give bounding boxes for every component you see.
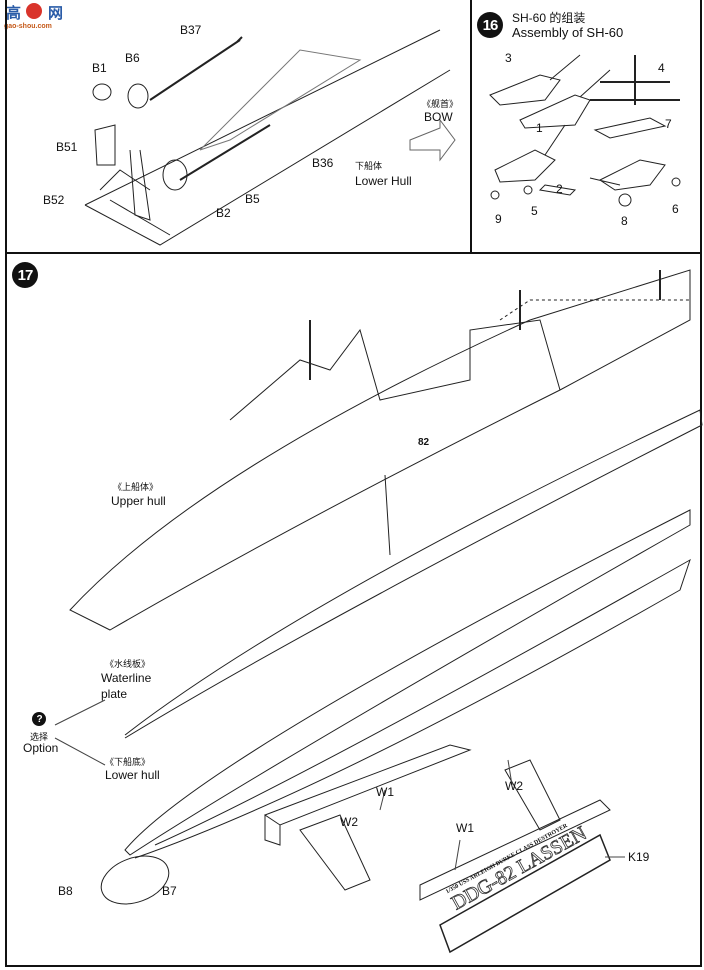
waterline-label-cn: 《水线板》 — [105, 659, 151, 669]
part-label: W1 — [456, 821, 474, 835]
part-label: B36 — [312, 156, 334, 170]
upper-hull-label: Upper hull — [111, 494, 166, 508]
part-label: 4 — [658, 61, 665, 75]
logo-emblem-icon — [26, 3, 42, 19]
part-label: W2 — [505, 779, 523, 793]
part-label: 3 — [505, 51, 512, 65]
part-label: 8 — [621, 214, 628, 228]
nameplate-k19 — [439, 833, 611, 954]
part-label: W2 — [340, 815, 358, 829]
option-label: Option — [23, 741, 59, 755]
waterline-plate — [124, 409, 703, 739]
part-label: 7 — [665, 117, 672, 131]
part-label: B51 — [56, 140, 78, 154]
step-number-badge: 16 — [477, 12, 503, 38]
step17-panel — [5, 252, 702, 967]
part-label: K19 — [628, 850, 650, 864]
lower-hull — [124, 509, 691, 859]
part-label: 5 — [531, 204, 538, 218]
part-label: 6 — [672, 202, 679, 216]
watermark-logo: 高 网 gao-shou.com — [4, 2, 68, 32]
part-label: B37 — [180, 23, 202, 37]
lower-hull-label: Lower hull — [105, 768, 160, 782]
logo-url: gao-shou.com — [4, 23, 52, 30]
logo-char: 网 — [48, 5, 64, 22]
part-label: B52 — [43, 193, 65, 207]
option-label-cn: 选择 — [30, 732, 49, 742]
step-number-badge: 17 — [12, 262, 38, 288]
part-label: B7 — [162, 884, 177, 898]
part-label: 2 — [556, 182, 563, 196]
bow-dome — [100, 855, 170, 905]
part-label: B2 — [216, 206, 231, 220]
waterline-label-2: plate — [101, 687, 128, 701]
lower-hull-label-cn: 《下船底》 — [105, 757, 151, 767]
part-label: B6 — [125, 51, 140, 65]
logo-char: 高 — [6, 5, 22, 22]
step-title-cn: SH-60 的组装 — [512, 11, 586, 25]
display-stand — [263, 744, 611, 901]
upper-hull — [69, 269, 691, 631]
option-icon: ? — [32, 712, 46, 726]
step-title: Assembly of SH-60 — [512, 25, 624, 40]
part-label: B8 — [58, 884, 73, 898]
part-label: B5 — [245, 192, 260, 206]
leader-lines — [54, 699, 625, 871]
part-label: 9 — [495, 212, 502, 226]
part-label: W1 — [376, 785, 394, 799]
lower-hull-label-cn: 下船体 — [355, 161, 383, 171]
sh60-helicopters — [489, 54, 681, 207]
lower-hull-label: Lower Hull — [355, 174, 412, 188]
part-label: 1 — [536, 121, 543, 135]
lower-hull-stern — [84, 29, 456, 246]
bow-label-cn: 《舰首》 — [422, 99, 459, 109]
hull-number: 82 — [418, 437, 430, 448]
part-label: B1 — [92, 61, 107, 75]
waterline-label: Waterline — [101, 671, 152, 685]
upper-hull-label-cn: 《上船体》 — [113, 482, 159, 492]
bow-label: BOW — [424, 110, 453, 124]
